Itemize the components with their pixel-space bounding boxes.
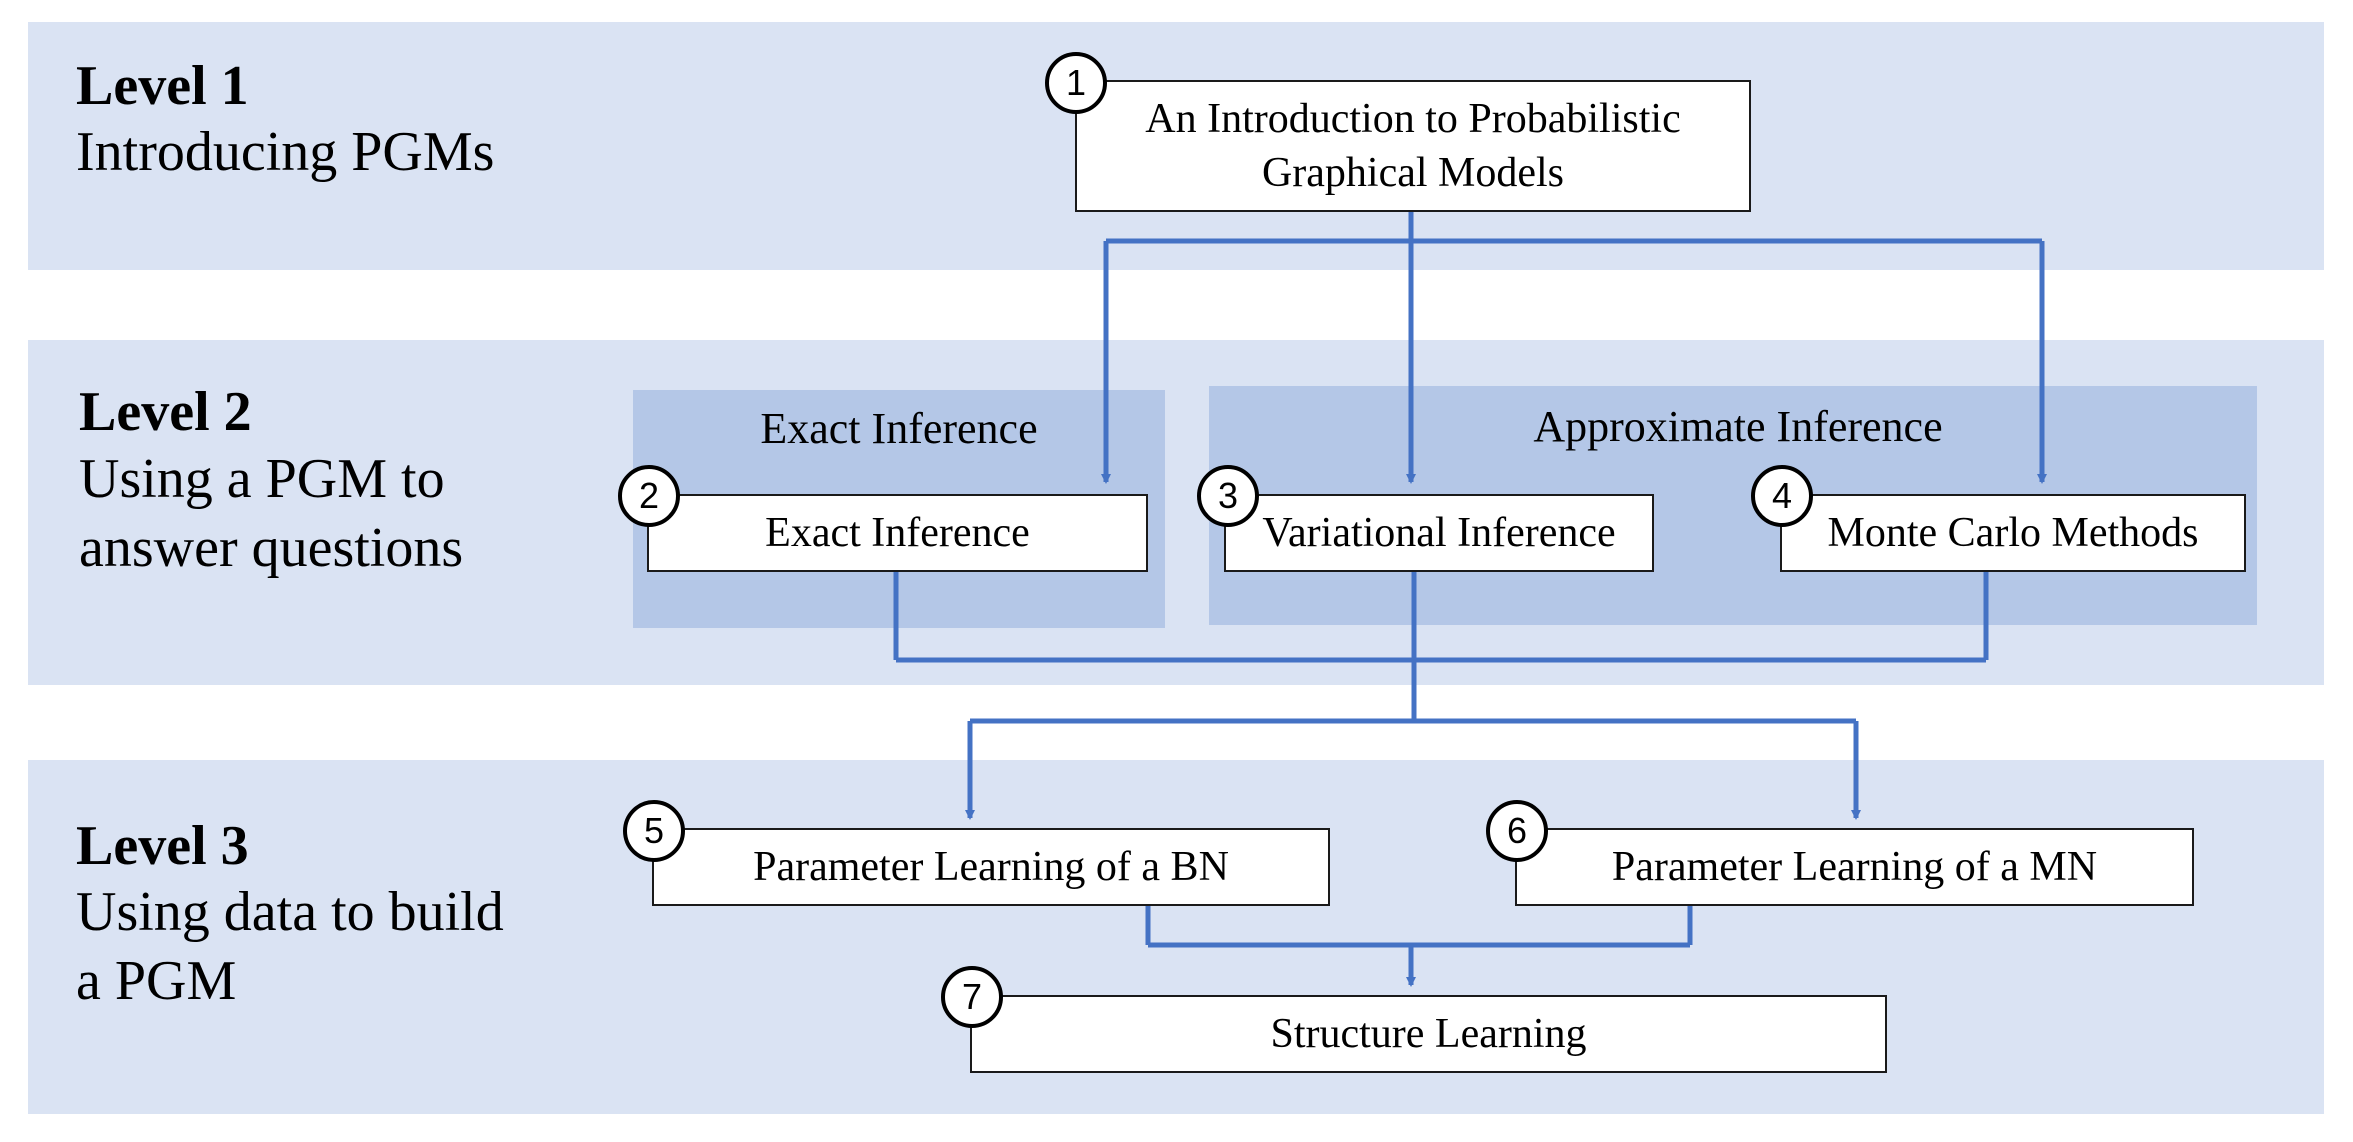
level-2-subtitle-line: Using a PGM to xyxy=(79,448,445,510)
node-1-number-badge: 1 xyxy=(1045,52,1107,114)
node-variational-inference: Variational Inference xyxy=(1224,494,1654,572)
node-5-number-badge: 5 xyxy=(623,800,685,862)
node-exact-inference: Exact Inference xyxy=(647,494,1148,572)
level-1-subtitle: Introducing PGMs xyxy=(76,118,494,187)
level-2-subtitle: Using a PGM to answer questions xyxy=(79,445,463,583)
node-5-label: Parameter Learning of a BN xyxy=(753,844,1229,890)
node-6-number-badge: 6 xyxy=(1486,800,1548,862)
level-3-subtitle: Using data to build a PGM xyxy=(76,878,504,1016)
node-introduction-to-pgms: An Introduction to Probabilistic Graphic… xyxy=(1075,80,1751,212)
level-1-subtitle-line: Introducing PGMs xyxy=(76,121,495,183)
level-3-subtitle-line: a PGM xyxy=(76,950,237,1012)
node-7-number-badge: 7 xyxy=(941,966,1003,1028)
level-2-subtitle-line: answer questions xyxy=(79,517,464,579)
node-3-number-badge: 3 xyxy=(1197,465,1259,527)
node-structure-learning: Structure Learning xyxy=(970,995,1887,1073)
level-3-subtitle-line: Using data to build xyxy=(76,881,504,943)
node-parameter-learning-mn: Parameter Learning of a MN xyxy=(1515,828,2194,906)
node-6-label: Parameter Learning of a MN xyxy=(1611,844,2098,890)
node-7-label: Structure Learning xyxy=(1270,1011,1587,1057)
node-parameter-learning-bn: Parameter Learning of a BN xyxy=(652,828,1330,906)
level-3-title: Level 3 xyxy=(76,815,249,877)
approximate-inference-group-label: Approximate Inference xyxy=(1533,402,1943,451)
node-1-label-line: Graphical Models xyxy=(1261,150,1565,196)
node-monte-carlo-methods: Monte Carlo Methods xyxy=(1780,494,2246,572)
exact-inference-group-label: Exact Inference xyxy=(760,404,1038,453)
node-4-label: Monte Carlo Methods xyxy=(1827,510,2199,556)
node-2-label: Exact Inference xyxy=(765,510,1030,556)
level-1-title: Level 1 xyxy=(76,55,249,117)
level-2-title: Level 2 xyxy=(79,381,252,443)
node-1-label-line: An Introduction to Probabilistic xyxy=(1145,96,1681,142)
node-2-number-badge: 2 xyxy=(618,465,680,527)
node-1-label: An Introduction to Probabilistic Graphic… xyxy=(1145,92,1680,200)
node-4-number-badge: 4 xyxy=(1751,465,1813,527)
node-3-label: Variational Inference xyxy=(1262,510,1616,556)
